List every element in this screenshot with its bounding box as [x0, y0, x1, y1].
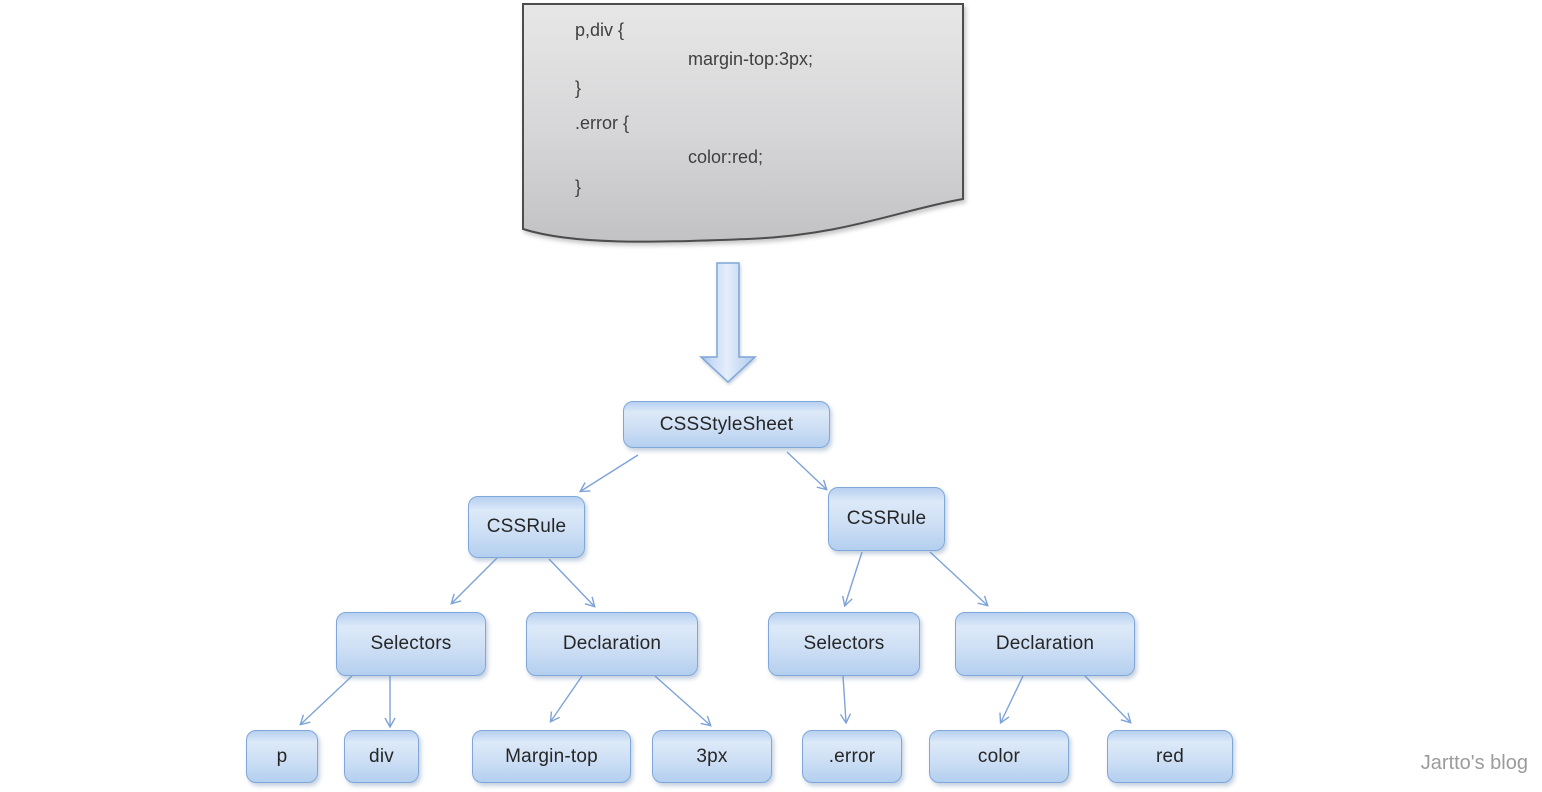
- connector-declaration2-red: [1084, 675, 1132, 724]
- tree-node-label: p: [276, 745, 288, 767]
- tree-node-cssstylesheet: CSSStyleSheet: [623, 401, 830, 448]
- connector-stylesheet-rule2: [786, 451, 828, 491]
- connector-selectors2-error: [839, 675, 852, 725]
- code-line: .error {: [575, 113, 630, 133]
- tree-node-label: red: [1155, 745, 1185, 767]
- code-line: p,div {: [575, 20, 625, 40]
- tree-node-selectors-1: Selectors: [336, 612, 486, 676]
- tree-node-declaration-1: Declaration: [526, 612, 698, 676]
- tree-node-label: Declaration: [562, 633, 662, 654]
- tree-node-label: Selectors: [370, 633, 452, 654]
- tree-node-div: div: [344, 730, 419, 783]
- tree-node-cssrule-2: CSSRule: [828, 487, 945, 551]
- tree-node-label: CSSStyleSheet: [659, 413, 794, 435]
- tree-node-color: color: [929, 730, 1069, 783]
- css-source-document-shape: [522, 3, 964, 243]
- blog-watermark: Jartto's blog: [1420, 752, 1528, 774]
- connector-rule1-selectors1: [450, 557, 498, 605]
- connector-declaration1-margintop: [549, 675, 583, 724]
- tree-node-label: Declaration: [995, 633, 1095, 654]
- tree-node-label: Margin-top: [505, 745, 598, 767]
- connector-rule1-declaration1: [548, 558, 596, 608]
- connector-stylesheet-rule1: [578, 454, 639, 493]
- connector-declaration1-3px: [654, 675, 712, 727]
- code-line: color:red;: [688, 147, 764, 167]
- tree-node-label: color: [977, 745, 1021, 767]
- tree-node-label: .error: [828, 745, 876, 767]
- tree-node-error: .error: [802, 730, 902, 783]
- tree-node-cssrule-1: CSSRule: [468, 496, 585, 558]
- tree-node-declaration-2: Declaration: [955, 612, 1135, 676]
- tree-node-label: 3px: [696, 745, 728, 767]
- code-line: }: [575, 78, 582, 98]
- down-arrow-icon: [699, 262, 757, 384]
- tree-node-label: CSSRule: [486, 516, 567, 537]
- tree-node-p: p: [246, 730, 318, 783]
- tree-node-label: Selectors: [803, 633, 885, 654]
- connector-rule2-declaration2: [929, 551, 989, 607]
- connector-declaration2-color: [999, 675, 1024, 725]
- tree-node-label: div: [369, 745, 394, 767]
- tree-node-label: CSSRule: [846, 508, 927, 529]
- tree-node-selectors-2: Selectors: [768, 612, 920, 676]
- connector-lines: [299, 451, 1132, 729]
- tree-node-3px: 3px: [652, 730, 772, 783]
- connector-selectors1-p: [299, 675, 353, 726]
- code-line: }: [575, 177, 582, 197]
- code-line: margin-top:3px;: [688, 49, 814, 69]
- tree-node-red: red: [1107, 730, 1233, 783]
- connector-rule2-selectors2: [841, 551, 863, 608]
- tree-node-margin-top: Margin-top: [472, 730, 631, 783]
